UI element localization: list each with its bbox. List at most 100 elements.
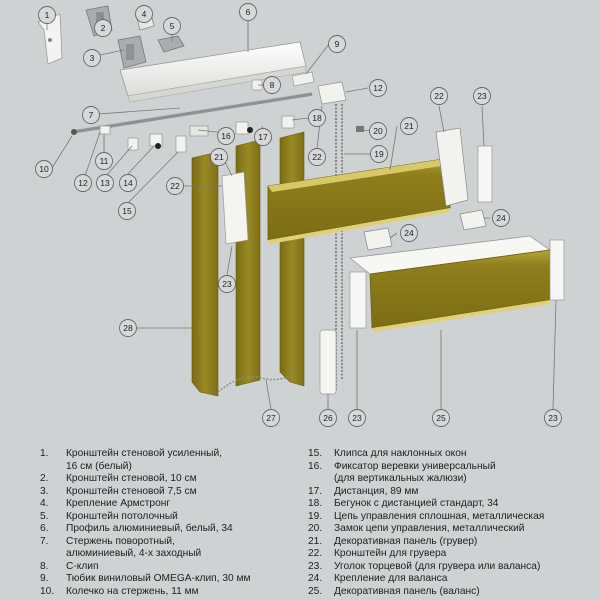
wall-bracket-7-5cm (117, 35, 147, 69)
callout-label: 21 (214, 152, 224, 162)
callout-10: 10 (35, 160, 53, 178)
legend-text: Профиль алюминиевый, белый, 34 (66, 523, 233, 534)
callout-label: 12 (373, 83, 383, 93)
callout-5: 5 (163, 17, 181, 35)
legend-text: Клипса для наклонных окон (334, 448, 467, 459)
callout-22a: 22 (166, 177, 184, 195)
legend-text: Кронштейн для грувера (334, 548, 447, 559)
callout-22c: 22 (430, 87, 448, 105)
legend-text: Дистанция, 89 мм (334, 485, 419, 497)
bottom-chain (217, 375, 291, 393)
callout-24a: 24 (400, 224, 418, 242)
callout-label: 5 (170, 21, 175, 31)
groover-bracket (435, 127, 469, 207)
vinyl-tube-omega-clip (291, 71, 315, 87)
legend-text: Декоративная панель (валанс) (334, 585, 480, 597)
callout-1: 1 (38, 6, 56, 24)
callout-label: 10 (39, 164, 49, 174)
callout-label: 11 (100, 156, 109, 166)
legend-item: 3.Кронштейн стеновой 7,5 см (40, 486, 300, 499)
callout-7: 7 (82, 106, 100, 124)
groover-panel (267, 157, 454, 244)
callout-label: 15 (122, 206, 132, 216)
legend-item: 17.Дистанция, 89 мм (308, 486, 598, 499)
callout-label: 21 (404, 121, 414, 131)
legend-number: 8. (40, 560, 49, 572)
callout-label: 9 (335, 39, 340, 49)
callout-label: 7 (89, 110, 94, 120)
legend-text: Крепление Армстронг (66, 498, 171, 509)
legend-text: Колечко на стержень, 11 мм (66, 585, 199, 597)
callout-label: 3 (90, 53, 95, 63)
callout-label: 25 (436, 413, 446, 423)
legend-item: 23.Уголок торцевой (для грувера или вала… (308, 561, 598, 574)
legend-text: Кронштейн потолочный (66, 510, 178, 522)
callout-6: 6 (239, 3, 257, 21)
legend-number: 24. (308, 573, 323, 584)
legend-number: 15. (308, 448, 323, 459)
callout-22b: 22 (308, 148, 326, 166)
runners (99, 115, 295, 153)
callout-25: 25 (432, 409, 450, 427)
rod-ring (71, 129, 77, 135)
callout-label: 13 (100, 178, 110, 188)
callout-16: 16 (217, 127, 235, 145)
legend-item: 5. Кронштейн потолочный (40, 511, 300, 524)
callout-label: 23 (352, 413, 362, 423)
callout-21b: 21 (400, 117, 418, 135)
callout-label: 8 (270, 80, 275, 90)
callout-28: 28 (119, 319, 137, 337)
callout-label: 14 (123, 178, 133, 188)
chain-lock (356, 126, 364, 132)
callout-label: 24 (496, 213, 506, 223)
legend-number: 5. (40, 510, 49, 522)
legend-item: 22.Кронштейн для грувера (308, 548, 598, 561)
legend-item: 20.Замок цепи управления, металлический (308, 523, 598, 536)
callout-11: 11 (95, 152, 113, 170)
legend-number: 18. (308, 498, 323, 509)
legend-number: 19. (308, 510, 323, 522)
groover-end-cap-left (221, 171, 249, 245)
callout-label: 26 (323, 413, 333, 423)
legend-number: 1. (40, 448, 49, 459)
callout-14: 14 (119, 174, 137, 192)
legend-item: 25. Декоративная панель (валанс) (308, 586, 598, 599)
callout-27: 27 (262, 409, 280, 427)
callout-3: 3 (83, 49, 101, 67)
legend-number: 10. (40, 585, 55, 597)
legend-text: С-клип (66, 560, 99, 572)
callout-label: 22 (312, 152, 322, 162)
legend-item: 19.Цепь управления сплошная, металлическ… (308, 511, 598, 524)
legend-number: 25. (308, 585, 323, 597)
leader-lines (46, 13, 557, 410)
legend-number: 6. (40, 523, 49, 534)
callout-23d: 23 (544, 409, 562, 427)
legend-item: 9.Тюбик виниловый OMEGA-клип, 30 мм (40, 573, 300, 586)
rotating-rod (71, 91, 313, 134)
callout-20: 20 (369, 122, 387, 140)
callout-9: 9 (328, 35, 346, 53)
callout-8: 8 (263, 76, 281, 94)
valance-end-cap-left (349, 271, 367, 329)
callout-23b: 23 (218, 275, 236, 293)
legend-text: Крепление для валанса (334, 573, 448, 584)
legend-text: Кронштейн стеновой, 10 см (66, 473, 197, 484)
callout-19: 19 (370, 145, 388, 163)
callout-13: 13 (96, 174, 114, 192)
valance-panel (349, 235, 552, 332)
callout-12b: 12 (369, 79, 387, 97)
callout-label: 20 (373, 126, 383, 136)
legend-text: Фиксатор веревки универсальный (для верт… (334, 460, 496, 485)
callout-15: 15 (118, 202, 136, 220)
valance-mount-b (459, 209, 487, 231)
legend-item: 16.Фиксатор веревки универсальный (для в… (308, 461, 598, 486)
legend-item: 6. Профиль алюминиевый, белый, 34 (40, 523, 300, 536)
callout-label: 2 (101, 23, 106, 33)
headrail-end-cap (317, 81, 347, 105)
callout-label: 27 (266, 413, 276, 423)
legend-item: 7.Стержень поворотный, алюминиевый, 4-х … (40, 536, 300, 561)
wall-bracket-16cm (37, 13, 63, 65)
legend-item: 1.Кронштейн стеновой усиленный, 16 см (б… (40, 448, 300, 473)
legend-text: Замок цепи управления, металлический (334, 523, 525, 534)
callout-label: 16 (221, 131, 231, 141)
